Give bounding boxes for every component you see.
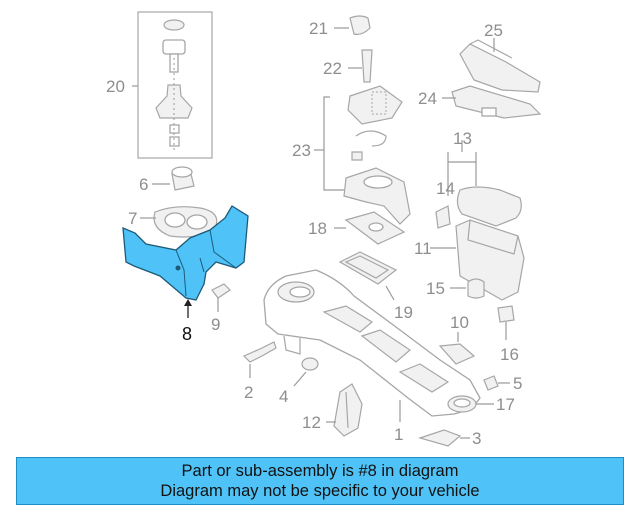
part-24-armrest-hinge: [451, 85, 542, 119]
part-18-shift-boot-trim: [344, 211, 406, 245]
leader-4: [293, 371, 307, 387]
bracket-23: [323, 96, 344, 191]
banner-line-2: Diagram may not be specific to your vehi…: [160, 482, 480, 500]
part-16-cover: [497, 305, 515, 323]
part-21-shift-knob: [349, 15, 371, 35]
label-18: 18: [308, 219, 327, 238]
label-11: 11: [414, 239, 432, 258]
label-20: 20: [106, 77, 125, 96]
part-8-shape[interactable]: [122, 205, 249, 301]
label-25: 25: [484, 21, 503, 40]
part-5-plug: [483, 375, 499, 391]
arrow-8: [184, 299, 192, 306]
label-1: 1: [394, 425, 403, 444]
part-14-latch: [435, 205, 451, 229]
label-24: 24: [418, 89, 437, 108]
label-19: 19: [394, 303, 413, 322]
parts-diagram: 20 6 7 8 9 21 22: [106, 11, 542, 448]
label-21: 21: [309, 19, 328, 38]
label-4: 4: [279, 387, 288, 406]
label-22: 22: [323, 59, 342, 78]
part-25-armrest-lid: [459, 39, 541, 93]
label-13: 13: [453, 129, 472, 148]
label-2: 2: [244, 383, 253, 402]
part-10-trim-piece: [438, 343, 476, 365]
info-banner: Part or sub-assembly is #8 in diagram Di…: [16, 457, 624, 505]
label-7: 7: [128, 209, 137, 228]
part-22-shift-lever: [361, 49, 373, 83]
part-3-bracket: [417, 429, 462, 447]
part-17-cup-holder: [447, 395, 477, 413]
leader-19: [385, 285, 395, 301]
part-7-cup-holder-mat: [153, 206, 218, 238]
label-14: 14: [436, 179, 455, 198]
label-17: 17: [496, 395, 515, 414]
label-16: 16: [500, 345, 519, 364]
label-23: 23: [292, 141, 311, 160]
part-2-bracket: [242, 341, 277, 363]
part-20-shift-boot-assembly: [137, 11, 213, 159]
label-8: 8: [182, 324, 192, 344]
part-11-storage-bin: [455, 219, 525, 301]
label-6: 6: [139, 175, 148, 194]
label-3: 3: [472, 429, 481, 448]
label-12: 12: [302, 413, 321, 432]
part-6-cup-holder-insert: [171, 166, 195, 191]
part-12-support-bracket: [333, 383, 363, 437]
bracket-13: [447, 140, 477, 163]
part-19-tray-mat: [338, 251, 398, 285]
part-1-center-console: [263, 269, 481, 417]
part-13-armrest-lid: [456, 186, 522, 227]
part-4-knob: [301, 357, 319, 371]
label-10: 10: [450, 313, 469, 332]
part-23-shifter-mechanism: [343, 85, 411, 225]
banner-line-1: Part or sub-assembly is #8 in diagram: [181, 462, 459, 480]
part-15-button: [467, 278, 485, 299]
part-9-clip: [211, 283, 231, 299]
label-15: 15: [426, 279, 445, 298]
part-8-console-side-panel[interactable]: [122, 205, 249, 301]
label-5: 5: [513, 374, 522, 393]
label-9: 9: [211, 315, 220, 334]
